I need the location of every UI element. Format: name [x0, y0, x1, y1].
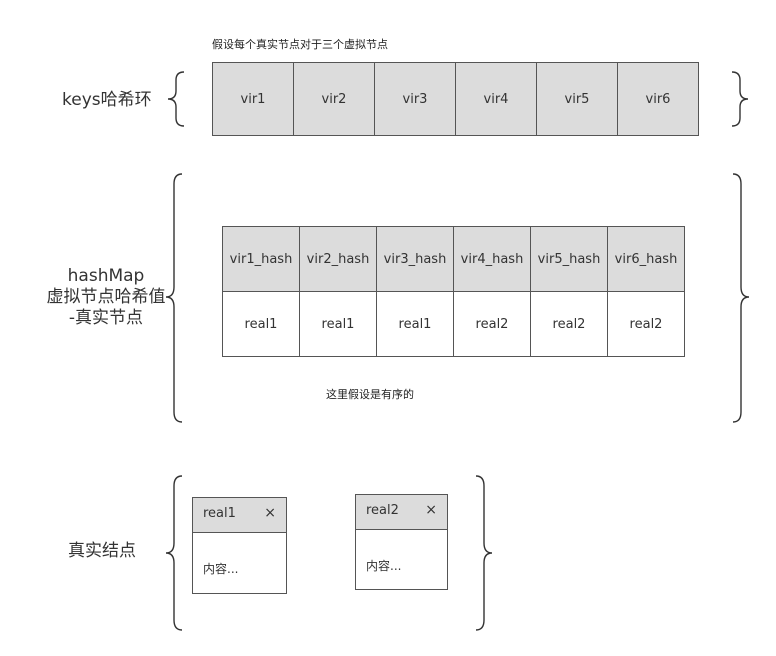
- hashmap-label: hashMap 虚拟节点哈希值 -真实节点: [40, 266, 172, 329]
- real-node-content: 内容...: [366, 559, 402, 573]
- keys-ring-label: keys哈希环: [62, 90, 152, 110]
- close-icon[interactable]: ×: [264, 505, 276, 521]
- hashmap-value-cell: real1: [222, 291, 300, 357]
- real-node-title: real1: [203, 506, 236, 521]
- keys-left-brace: [167, 71, 185, 127]
- hashmap-value-cell: real1: [376, 291, 454, 357]
- keys-ring-table: vir1 vir2 vir3 vir4 vir5 vir6: [212, 62, 699, 136]
- keys-ring-cell: vir3: [374, 62, 456, 136]
- top-note: 假设每个真实节点对于三个虚拟节点: [212, 38, 388, 51]
- hashmap-right-brace: [732, 173, 750, 423]
- keys-right-brace: [731, 71, 749, 127]
- close-icon[interactable]: ×: [425, 502, 437, 518]
- hashmap-label-line3: -真实节点: [68, 308, 144, 328]
- keys-ring-cell: vir2: [293, 62, 375, 136]
- real-nodes-label: 真实结点: [68, 541, 136, 561]
- real-right-brace: [475, 475, 493, 631]
- keys-ring-cell: vir6: [617, 62, 699, 136]
- real-node-title: real2: [366, 503, 399, 518]
- hashmap-key-cell: vir5_hash: [530, 226, 608, 292]
- hashmap-key-cell: vir4_hash: [453, 226, 531, 292]
- hashmap-value-cell: real1: [299, 291, 377, 357]
- real-node-content: 内容...: [203, 562, 239, 576]
- hashmap-table: vir1_hash vir2_hash vir3_hash vir4_hash …: [222, 226, 685, 357]
- hashmap-label-line1: hashMap: [67, 266, 145, 286]
- hashmap-key-cell: vir2_hash: [299, 226, 377, 292]
- keys-ring-cell: vir1: [212, 62, 294, 136]
- middle-note: 这里假设是有序的: [326, 388, 414, 401]
- real-left-brace: [165, 475, 183, 631]
- hashmap-value-cell: real2: [607, 291, 685, 357]
- real-node-header: real2 ×: [356, 495, 447, 530]
- keys-ring-cell: vir4: [455, 62, 537, 136]
- real-node-card: real1 × 内容...: [192, 497, 287, 594]
- keys-ring-cell: vir5: [536, 62, 618, 136]
- hashmap-key-cell: vir3_hash: [376, 226, 454, 292]
- hashmap-label-line2: 虚拟节点哈希值: [46, 287, 166, 307]
- real-node-card: real2 × 内容...: [355, 494, 448, 590]
- hashmap-value-cell: real2: [453, 291, 531, 357]
- hashmap-key-cell: vir1_hash: [222, 226, 300, 292]
- real-node-header: real1 ×: [193, 498, 286, 533]
- hashmap-key-cell: vir6_hash: [607, 226, 685, 292]
- hashmap-left-brace: [165, 173, 183, 423]
- hashmap-value-cell: real2: [530, 291, 608, 357]
